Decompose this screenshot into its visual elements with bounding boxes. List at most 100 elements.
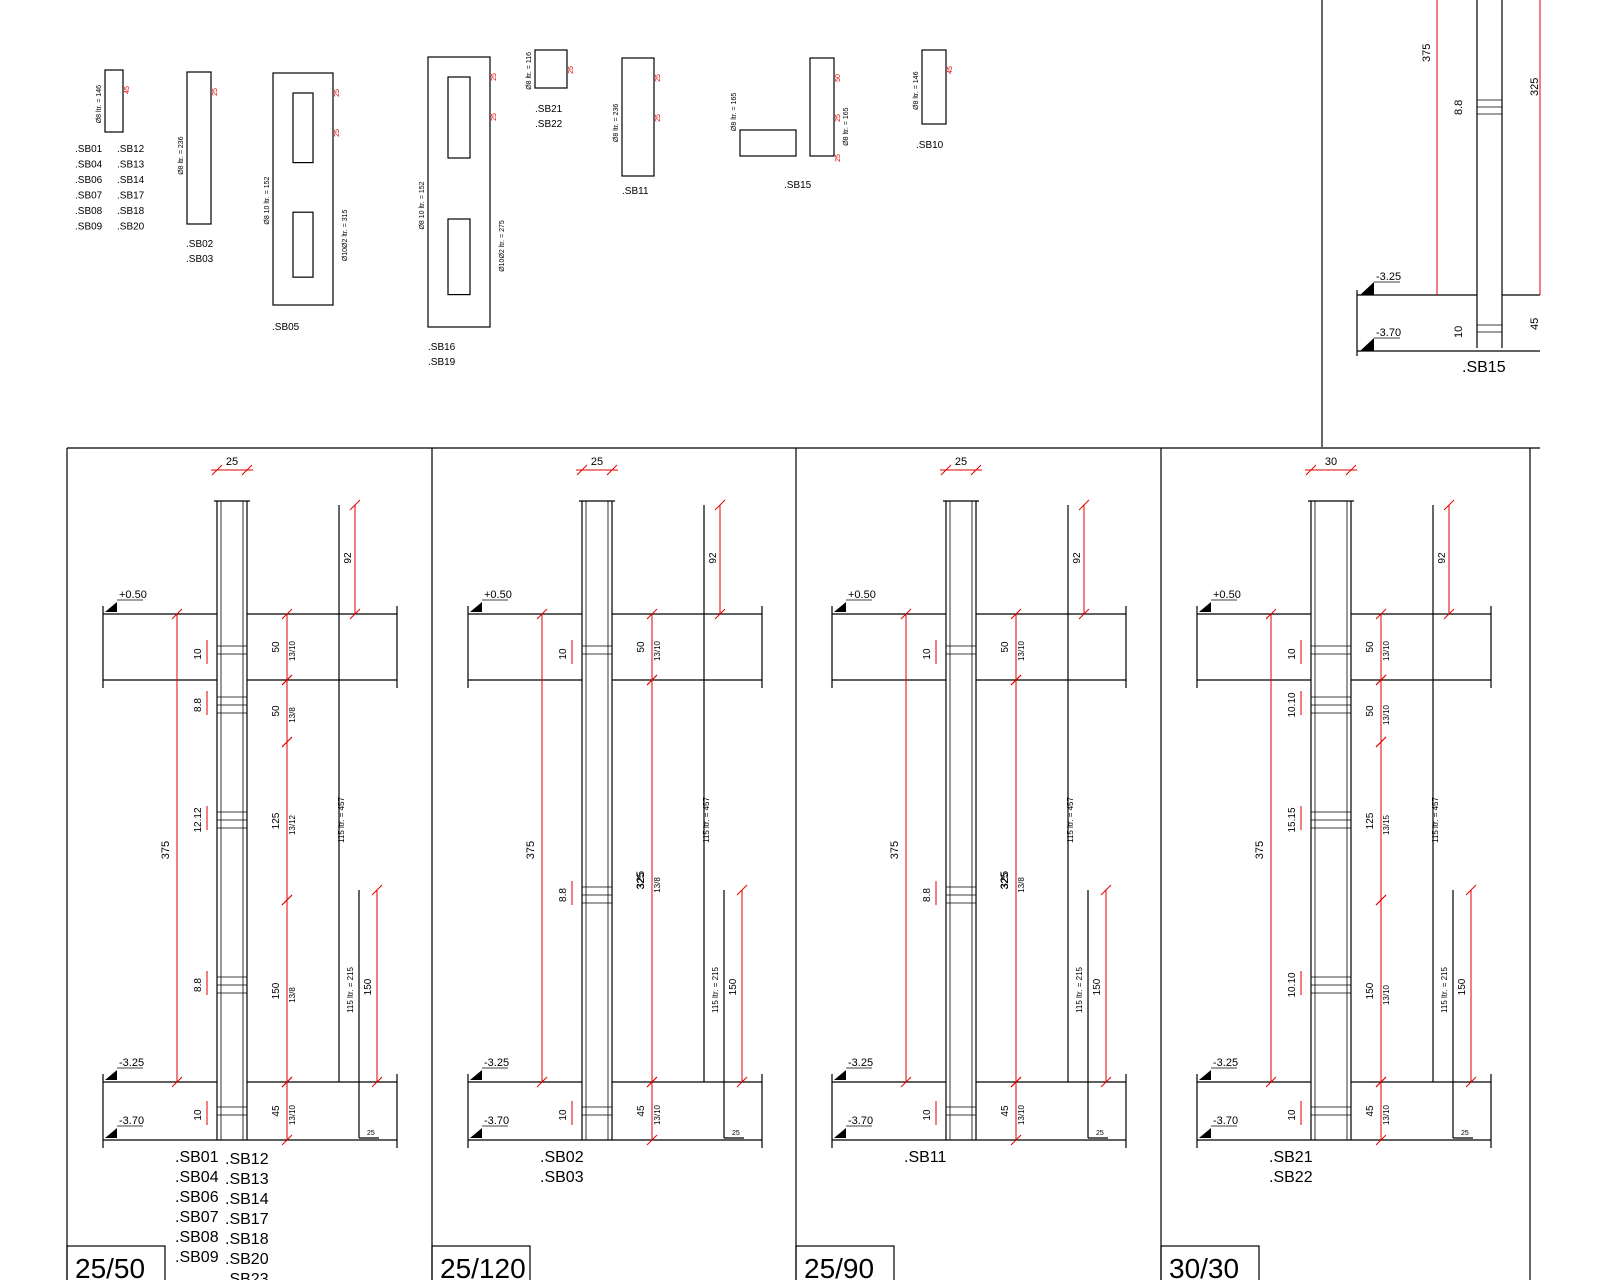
segment-length: 50	[271, 641, 282, 653]
stirrup-dim: 10	[1287, 1109, 1298, 1121]
bar-shape-inner	[292, 92, 314, 164]
dim-tick	[1375, 608, 1387, 620]
dim-tick	[1375, 1076, 1387, 1088]
dim-tick	[646, 674, 658, 686]
overall-dim: 375	[1254, 841, 1266, 859]
shape-dim: 50	[835, 74, 842, 82]
bar-shape	[427, 56, 491, 328]
panel-label: .SB13	[225, 1171, 269, 1188]
segment-spec: 13/8	[1017, 877, 1026, 893]
level-marker	[470, 602, 482, 612]
level-marker	[1360, 338, 1374, 351]
bar-bottom-note: 115 ltr. = 215	[1075, 967, 1084, 1013]
dim-tick	[1010, 1134, 1022, 1146]
dim-tick	[1078, 608, 1090, 620]
hook-dim: 25	[1096, 1130, 1104, 1137]
shape-label: .SB20	[117, 222, 145, 233]
dim-tick	[646, 1134, 658, 1146]
segment-length: 45	[271, 1105, 282, 1117]
shape-dim: 25	[334, 129, 341, 137]
shape-dim: 25	[334, 89, 341, 97]
section-label: 25/90	[804, 1253, 874, 1280]
shape-dim: 25	[655, 114, 662, 122]
level-marker	[105, 602, 117, 612]
bar-bottom-dim: 150	[1457, 978, 1468, 995]
shape-note: Ø8 ltr. = 236	[613, 104, 620, 142]
dim-tick	[536, 1076, 548, 1088]
section-label: 25/50	[75, 1253, 145, 1280]
level-marker	[1360, 282, 1374, 295]
level-label: +0.50	[848, 589, 876, 601]
bar-shape-inner	[447, 218, 471, 296]
segment-length: 50	[1365, 641, 1376, 653]
level-marker	[1199, 1128, 1211, 1138]
detail-dim-label: 325	[1529, 78, 1541, 96]
dim-tick	[281, 608, 293, 620]
shape-dim: 25	[491, 73, 498, 81]
level-label: -3.70	[1376, 327, 1401, 339]
level-marker	[105, 1070, 117, 1080]
dim-tick	[1010, 674, 1022, 686]
section-box	[66, 1245, 166, 1280]
bar-shape	[272, 72, 334, 306]
level-label: -3.70	[1213, 1115, 1238, 1127]
stirrup-dim: 10	[193, 1109, 204, 1121]
shape-note: Ø8 10 ltr. = 152	[419, 181, 426, 229]
dim-tick	[371, 1076, 383, 1088]
stirrup-dim: 10.10	[1287, 692, 1298, 717]
dim-tick	[1100, 1076, 1112, 1088]
panel-label: .SB12	[225, 1151, 269, 1168]
detail-label: .SB15	[1462, 359, 1506, 376]
segment-length: 50	[1365, 705, 1376, 717]
shape-label: .SB16	[428, 342, 456, 353]
panel-label: .SB08	[175, 1229, 219, 1246]
segment-length: 325	[1000, 872, 1011, 889]
shape-label: .SB15	[784, 180, 812, 191]
segment-length: 150	[271, 982, 282, 999]
bar-top-note: 115 ltr. = 457	[702, 797, 711, 843]
segment-spec: 13/10	[1382, 984, 1391, 1005]
detail-dim-label: 375	[1421, 44, 1433, 62]
segment-spec: 13/10	[1017, 1104, 1026, 1125]
shape-label: .SB03	[186, 254, 214, 265]
segment-spec: 13/10	[288, 1104, 297, 1125]
dim-tick	[900, 1076, 912, 1088]
shape-note: Ø8 ltr. = 165	[731, 93, 738, 131]
width-dim: 25	[955, 456, 967, 468]
dim-tick	[940, 464, 952, 476]
panel-label: .SB07	[175, 1209, 219, 1226]
dim-tick	[171, 608, 183, 620]
section-box	[431, 1245, 531, 1280]
shape-label: .SB11	[622, 186, 649, 197]
shape-label: .SB21	[535, 104, 563, 115]
segment-spec: 13/10	[1382, 704, 1391, 725]
hook-dim: 25	[367, 1130, 375, 1137]
panel-label: .SB17	[225, 1211, 269, 1228]
shape-note: Ø8 ltr. = 146	[96, 85, 103, 123]
stirrup-dim: 10	[558, 648, 569, 660]
dim-tick	[281, 894, 293, 906]
segment-spec: 13/10	[653, 640, 662, 661]
detail-dim-label: 45	[1529, 318, 1541, 330]
panel-label: .SB20	[225, 1251, 269, 1268]
shape-label: .SB09	[75, 222, 103, 233]
panel-label: .SB03	[540, 1169, 584, 1186]
segment-spec: 13/10	[1382, 640, 1391, 661]
bar-top-note: 115 ltr. = 457	[1066, 797, 1075, 843]
segment-length: 50	[636, 641, 647, 653]
segment-spec: 13/15	[1382, 814, 1391, 835]
dim-tick	[1305, 464, 1317, 476]
dim-tick	[1375, 894, 1387, 906]
dim-tick	[281, 1076, 293, 1088]
bar-shape	[534, 49, 568, 89]
segment-length: 50	[271, 705, 282, 717]
level-marker	[105, 1128, 117, 1138]
dim-tick	[171, 1076, 183, 1088]
